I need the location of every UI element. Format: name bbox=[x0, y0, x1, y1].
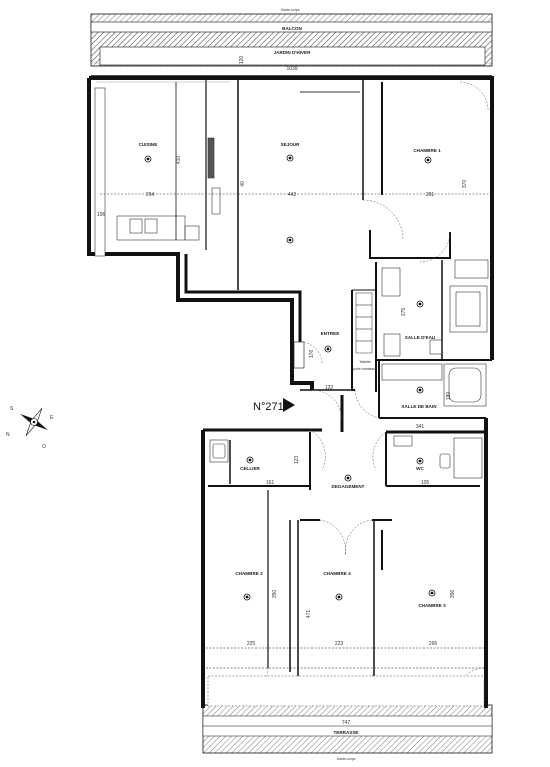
light-point-icon bbox=[416, 457, 424, 465]
entry-arrow-icon bbox=[283, 398, 295, 412]
light-point-icon bbox=[416, 386, 424, 394]
sdb-width-dim: 341 bbox=[416, 424, 425, 430]
compass-east: E bbox=[50, 415, 54, 421]
light-point-icon bbox=[335, 593, 343, 601]
chambre1-width-dim: 281 bbox=[426, 192, 435, 198]
terrace-area: 747 TERRASSE Garde-corps bbox=[202, 675, 493, 761]
compass-north: N bbox=[6, 432, 10, 438]
room-chambre-2: CHAMBRE 2 bbox=[235, 571, 263, 576]
sdb-height-dim: 180 bbox=[446, 392, 452, 401]
sejour-width-dim: 442 bbox=[288, 192, 297, 198]
room-sejour: SEJOUR bbox=[281, 142, 301, 147]
balcony-label: BALCON bbox=[282, 26, 302, 31]
room-salle-bain: SALLE DE BAIN bbox=[401, 404, 437, 409]
top-depth-dim: 120 bbox=[239, 56, 245, 65]
chambre2-width-dim: 225 bbox=[247, 641, 256, 647]
terrace-width-dim: 747 bbox=[342, 720, 351, 726]
light-point-icon bbox=[144, 155, 152, 163]
room-entree: ENTREE bbox=[321, 331, 340, 336]
top-width-dim: 1039 bbox=[286, 66, 297, 72]
cuisine-bar-dim: 196 bbox=[97, 212, 106, 218]
room-degagement: DEGAGEMENT bbox=[332, 484, 365, 489]
walls-lower bbox=[201, 418, 488, 708]
room-chambre-4: CHAMBRE 4 bbox=[323, 571, 351, 576]
lower-fixtures bbox=[209, 435, 483, 479]
coat-rack-label: porte-manteaux bbox=[353, 367, 377, 371]
lot-number: N°271 bbox=[253, 401, 284, 413]
door-swings-upper bbox=[299, 81, 489, 421]
light-point-icon bbox=[344, 474, 352, 482]
light-points bbox=[144, 154, 436, 601]
chambre3-width-dim: 266 bbox=[429, 641, 438, 647]
compass-west: O bbox=[42, 444, 46, 450]
light-point-icon bbox=[424, 156, 432, 164]
cuisine-depth-dim: 410 bbox=[176, 156, 182, 165]
room-chambre-3: CHAMBRE 3 bbox=[418, 603, 446, 608]
cellier-width-dim: 161 bbox=[266, 480, 275, 486]
chambre4-depth-dim: 471 bbox=[306, 610, 312, 619]
entree-height-dim: 176 bbox=[309, 350, 315, 359]
cuisine-width-dim: 294 bbox=[146, 192, 155, 198]
light-point-icon bbox=[428, 589, 436, 597]
room-chambre-1: CHAMBRE 1 bbox=[413, 148, 441, 153]
light-point-icon bbox=[243, 593, 251, 601]
light-point-icon bbox=[416, 300, 424, 308]
compass-south: S bbox=[10, 406, 14, 412]
chambre1-depth-dim: 370 bbox=[462, 180, 468, 189]
lot-marker: N°271 bbox=[253, 398, 295, 413]
room-wc: WC bbox=[416, 466, 424, 471]
light-point-icon bbox=[324, 345, 332, 353]
salle-eau-dim: 275 bbox=[401, 308, 407, 317]
door-swings-lower bbox=[239, 429, 485, 697]
balcony-guardrail-label: Garde-corps bbox=[281, 8, 300, 12]
light-point-icon bbox=[246, 456, 254, 464]
light-point-icon bbox=[286, 236, 294, 244]
cellier-height-dim: 123 bbox=[294, 456, 300, 465]
compass-rose-icon: S E N O bbox=[6, 406, 54, 450]
terrace-label: TERRASSE bbox=[333, 730, 358, 735]
shelf-label: Tablette bbox=[359, 360, 371, 364]
winter-garden-label: JARDIN D'HIVER bbox=[274, 50, 312, 55]
entree-width-dim: 122 bbox=[325, 385, 334, 391]
room-cuisine: CUISINE bbox=[139, 142, 158, 147]
dimension-labels: 294 410 196 442 40 281 370 176 122 275 3… bbox=[97, 156, 468, 647]
chambre2-depth-dim: 350 bbox=[272, 590, 278, 599]
terrace-guardrail-label: Garde-corps bbox=[337, 757, 356, 761]
room-labels: CUISINE SEJOUR CHAMBRE 1 ENTREE SALLE D'… bbox=[139, 142, 446, 608]
balcony-area: Garde-corps BALCON JARDIN D'HIVER 1039 1… bbox=[90, 8, 493, 77]
room-cellier: CELLIER bbox=[240, 466, 260, 471]
light-point-icon bbox=[286, 154, 294, 162]
walls-upper bbox=[87, 76, 494, 432]
wc-width-dim: 105 bbox=[421, 480, 430, 486]
room-salle-eau: SALLE D'EAU bbox=[405, 335, 436, 340]
chambre3-depth-dim: 356 bbox=[450, 590, 456, 599]
chambre4-width-dim: 223 bbox=[335, 641, 344, 647]
sejour-depth-dim: 40 bbox=[240, 181, 246, 187]
upper-fixtures bbox=[94, 81, 490, 407]
